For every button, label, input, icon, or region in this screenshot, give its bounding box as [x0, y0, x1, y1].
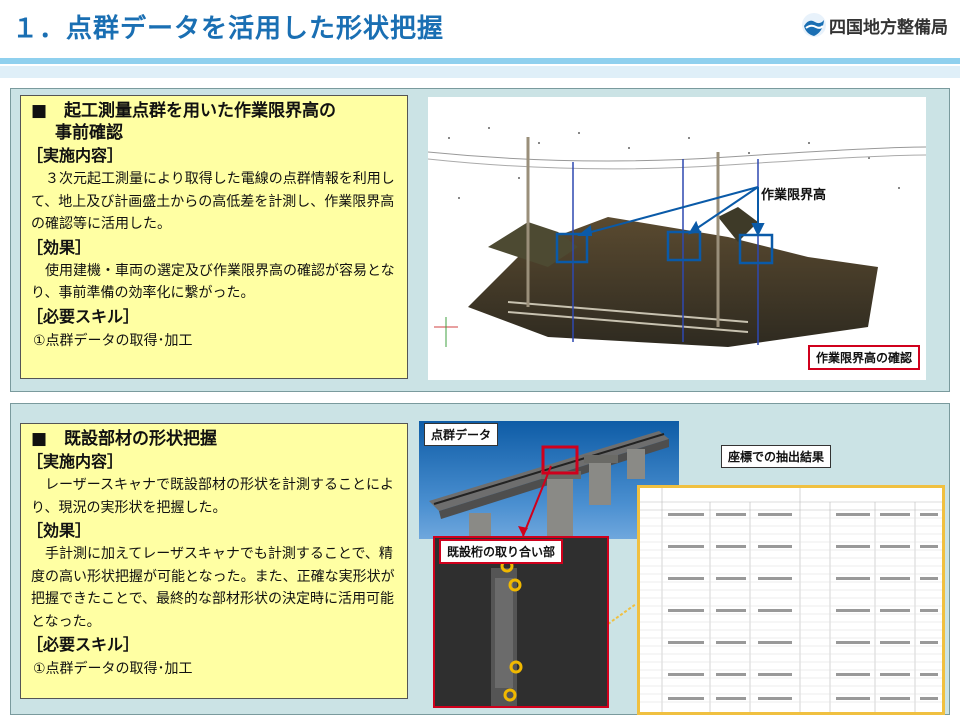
- pointcloud-terrain-graphic: [428, 127, 926, 347]
- pointcloud-site-image: 作業限界高 作業限界高の確認: [428, 97, 926, 380]
- connector-graphic: [518, 465, 637, 625]
- section1-skill-label: ［必要スキル］: [27, 306, 140, 326]
- section1-text-box: ■ 起工測量点群を用いた作業限界高の 事前確認 ［実施内容］ ３次元起工測量によ…: [20, 95, 408, 379]
- section1-skill-text: ①点群データの取得･加工: [33, 332, 193, 349]
- org-logo: 四国地方整備局: [801, 12, 948, 38]
- page-title: １．点群データを活用した形状把握: [12, 14, 445, 44]
- section-existing-member-shape: ■ 既設部材の形状把握 ［実施内容］ レーザースキャナで既設部材の形状を計測する…: [10, 403, 950, 715]
- section2-skill-label: ［必要スキル］: [27, 635, 140, 654]
- section1-effect-label: ［効果］: [27, 237, 92, 257]
- section2-heading: ■ 既設部材の形状把握: [31, 429, 218, 449]
- org-name: 四国地方整備局: [829, 17, 948, 38]
- joint-scan-graphic: [435, 538, 607, 706]
- work-limit-height-callout: 作業限界高: [761, 188, 827, 203]
- section1-impl-label: ［実施内容］: [27, 146, 124, 165]
- coords-result-label: 座標での抽出結果: [721, 445, 832, 468]
- section1-effect-text: 使用建機・車両の選定及び作業限界高の確認が容易となり、事前準備の効率化に繋がった…: [31, 262, 395, 302]
- photo1-caption: 作業限界高の確認: [807, 345, 920, 370]
- section1-heading: ■ 起工測量点群を用いた作業限界高の: [31, 101, 337, 121]
- section2-skill-text: ①点群データの取得･加工: [33, 661, 193, 677]
- section1-impl-text: ３次元起工測量により取得した電線の点群情報を利用して、地上及び計画盛土からの高低…: [31, 171, 395, 232]
- coordinate-table-graphic: [640, 488, 942, 712]
- section2-text-box: ■ 既設部材の形状把握 ［実施内容］ レーザースキャナで既設部材の形状を計測する…: [20, 423, 408, 699]
- coordinate-table-image: [637, 485, 945, 715]
- section2-effect-label: ［効果］: [27, 521, 92, 540]
- section2-impl-label: ［実施内容］: [27, 452, 124, 471]
- pointcloud-label: 点群データ: [424, 423, 499, 446]
- header-divider: [0, 58, 960, 64]
- section1-heading-cont: 事前確認: [55, 123, 123, 143]
- section-work-limit-height: ■ 起工測量点群を用いた作業限界高の 事前確認 ［実施内容］ ３次元起工測量によ…: [10, 88, 950, 392]
- header-divider-light: [0, 66, 960, 78]
- girder-joint-label: 既設桁の取り合い部: [439, 539, 564, 564]
- wave-logo-icon: [802, 13, 826, 37]
- section2-impl-text: レーザースキャナで既設部材の形状を計測することにより、現況の実形状を把握した。: [31, 477, 395, 516]
- section2-effect-text: 手計測に加えてレーザスキャナでも計測することで、精度の高い形状把握が可能となった…: [31, 546, 395, 630]
- girder-joint-scan-image: [433, 536, 609, 708]
